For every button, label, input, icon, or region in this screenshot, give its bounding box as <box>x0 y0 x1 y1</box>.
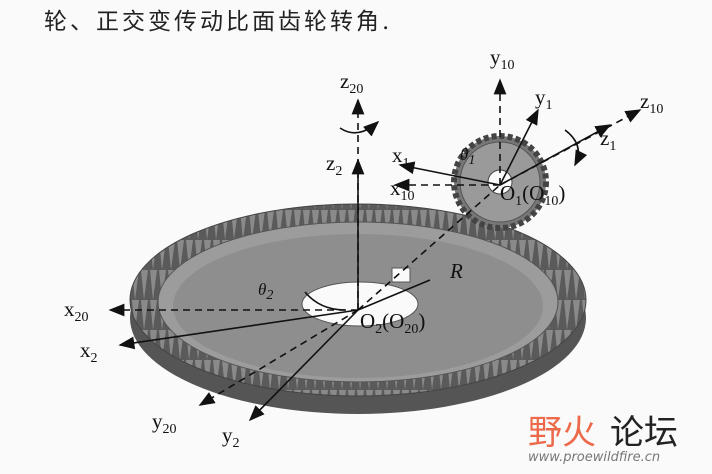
label-y10: y10 <box>490 45 515 73</box>
label-r: R <box>449 259 463 283</box>
label-z1: z1 <box>600 126 616 154</box>
watermark-logo: 野火论坛 www.proewildfire.cn <box>528 405 678 465</box>
label-o2: O2(O20) <box>360 309 425 337</box>
watermark-dark-text: 论坛 <box>610 413 678 453</box>
label-o1: O1(O10) <box>500 181 565 209</box>
label-theta1: θ1 <box>460 145 475 168</box>
label-z2: z2 <box>326 151 342 179</box>
watermark-url: www.proewildfire.cn <box>528 450 661 465</box>
label-z10: z10 <box>640 89 663 117</box>
label-x10: x10 <box>390 176 415 204</box>
label-z20: z20 <box>340 69 363 97</box>
face-gear <box>129 203 587 414</box>
label-y1: y1 <box>535 85 553 113</box>
label-x2: x2 <box>80 338 98 366</box>
axes <box>108 78 642 422</box>
label-x1: x1 <box>392 143 410 171</box>
label-y20: y20 <box>152 409 177 437</box>
watermark-red-text: 野火 <box>528 413 596 453</box>
label-x20: x20 <box>64 297 89 325</box>
label-y2: y2 <box>222 423 240 451</box>
caption-text: 轮、正交变传动比面齿轮转角. <box>44 9 393 35</box>
label-theta2: θ2 <box>258 280 273 303</box>
